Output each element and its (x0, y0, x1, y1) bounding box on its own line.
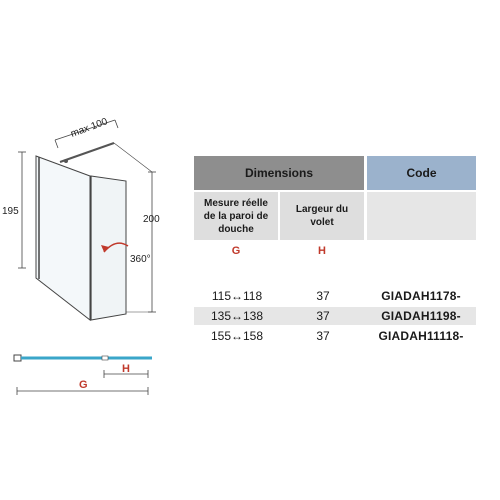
header-code: Code (367, 156, 476, 190)
max-dimension-line (54, 119, 116, 141)
top-view-g-label: G (79, 379, 88, 391)
cell-g: 115↔118 (211, 289, 263, 303)
column-h-header: Largeur du volet (280, 192, 364, 240)
cell-g: 135↔138 (210, 309, 264, 323)
max-dimension-label: max 100 (69, 116, 109, 140)
header-dimensions: Dimensions (194, 156, 364, 190)
height-195-label: 195 (2, 206, 19, 217)
cell-h: 37 (316, 309, 330, 323)
column-g-letter: G (231, 245, 241, 257)
column-g-header: Mesure réelle de la paroi de douche (194, 192, 278, 240)
cell-h: 37 (316, 329, 330, 343)
cell-g: 155↔158 (210, 329, 264, 343)
cell-code: GIADAH1198- (381, 309, 461, 323)
height-200-label: 200 (143, 214, 160, 225)
support-bar (59, 142, 115, 163)
rotation-label: 360° (130, 254, 151, 265)
cell-h: 37 (316, 289, 330, 303)
table-row: 155↔158 37 GIADAH11118- (194, 327, 476, 345)
column-h-letter: H (318, 245, 326, 257)
cell-code: GIADAH1178- (381, 289, 461, 303)
table-row: 115↔118 37 GIADAH1178- (194, 287, 476, 305)
top-view-h-label: H (122, 363, 130, 375)
main-glass-panel (35, 155, 91, 322)
column-code-header (367, 192, 476, 240)
cell-code: GIADAH11118- (378, 329, 464, 343)
table-row: 135↔138 37 GIADAH1198- (194, 307, 476, 325)
